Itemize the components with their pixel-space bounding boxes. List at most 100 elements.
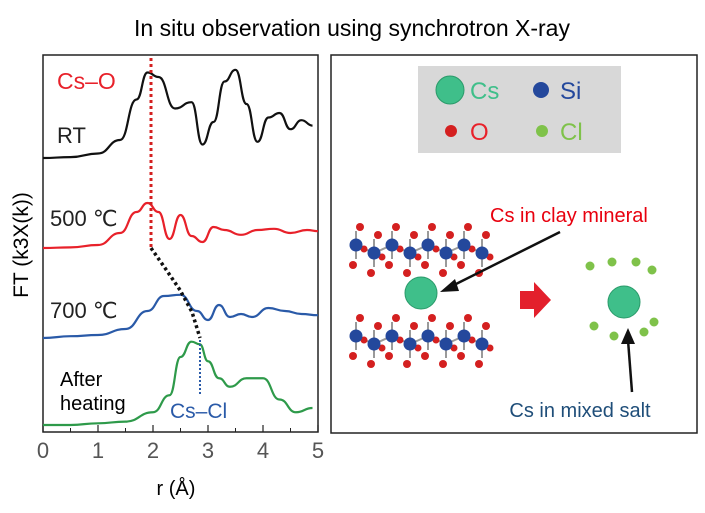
silicon-atom — [349, 329, 363, 343]
cs-atom-icon — [435, 75, 465, 105]
oxygen-atom — [457, 261, 465, 269]
chlorine-atom — [631, 257, 641, 267]
oxygen-atom — [475, 360, 483, 368]
silicon-atom — [367, 246, 381, 260]
oxygen-atom — [378, 253, 386, 261]
salt-pointer-arrowhead — [621, 328, 635, 344]
label-500: 500 ℃ — [50, 206, 118, 231]
oxygen-atom — [367, 269, 375, 277]
cs-in-salt-atom — [607, 285, 641, 319]
oxygen-atom — [396, 245, 404, 253]
transformation-arrow — [520, 282, 551, 318]
silicon-atom — [421, 329, 435, 343]
oxygen-atom — [349, 352, 357, 360]
silicon-atom — [439, 246, 453, 260]
silicon-atom — [475, 337, 489, 351]
chlorine-atom — [585, 261, 595, 271]
oxygen-atom — [403, 269, 411, 277]
oxygen-atom — [410, 231, 418, 239]
o-atom-icon — [445, 125, 457, 137]
oxygen-atom — [450, 344, 458, 352]
oxygen-atom — [392, 314, 400, 322]
silicon-atom — [385, 329, 399, 343]
silicon-atom — [403, 337, 417, 351]
silicon-atom — [439, 337, 453, 351]
oxygen-atom — [428, 314, 436, 322]
silicon-atom — [421, 238, 435, 252]
plot-curves — [42, 68, 319, 427]
schematic-panel: Cs Si O Cl Cs in clay mineral Cs in mixe… — [330, 54, 698, 434]
curve-700 — [42, 293, 319, 340]
oxygen-atom — [396, 336, 404, 344]
salt-pointer-line — [626, 339, 634, 393]
oxygen-atom — [349, 261, 357, 269]
silicon-atom — [385, 238, 399, 252]
legend-cl: Cl — [560, 119, 583, 146]
oxygen-atom — [378, 344, 386, 352]
cs-in-clay-atom — [404, 276, 438, 310]
oxygen-atom — [446, 231, 454, 239]
oxygen-atom — [486, 344, 494, 352]
y-axis-label: FT (k3X(k)) — [10, 192, 33, 298]
oxygen-atom — [464, 314, 472, 322]
curve-500 — [42, 201, 319, 250]
oxygen-atom — [374, 322, 382, 330]
clay-pointer-arrowhead — [440, 279, 459, 292]
silicon-atom — [403, 246, 417, 260]
silicon-atom — [475, 246, 489, 260]
chlorine-atom — [589, 321, 599, 331]
label-cs-cl: Cs–Cl — [170, 400, 227, 423]
chlorine-atom — [647, 265, 657, 275]
legend-o: O — [470, 119, 489, 146]
oxygen-atom — [432, 336, 440, 344]
label-cs-o: Cs–O — [57, 68, 116, 94]
label-rt: RT — [57, 123, 86, 148]
x-tick-label: 1 — [92, 438, 104, 463]
curve-rt — [42, 68, 313, 160]
figure-title: In situ observation using synchrotron X-… — [134, 15, 570, 41]
oxygen-atom — [446, 322, 454, 330]
oxygen-atom — [468, 245, 476, 253]
x-tick-label: 2 — [147, 438, 159, 463]
x-tick-label: 3 — [202, 438, 214, 463]
oxygen-atom — [482, 322, 490, 330]
peak-shift-path — [149, 246, 202, 339]
x-tick-label: 0 — [37, 438, 49, 463]
legend-cs: Cs — [470, 78, 499, 105]
oxygen-atom — [482, 231, 490, 239]
oxygen-atom — [432, 245, 440, 253]
mixed-salt-cluster — [585, 257, 659, 341]
silicon-atom — [457, 329, 471, 343]
oxygen-atom — [385, 261, 393, 269]
label-heating: heating — [60, 393, 126, 415]
chlorine-atom — [609, 331, 619, 341]
oxygen-atom — [439, 269, 447, 277]
clay-pointer-line — [449, 230, 561, 289]
oxygen-atom — [360, 245, 368, 253]
clay-layer-bottom — [349, 314, 494, 368]
cl-atom-icon — [536, 125, 548, 137]
schematic-frame — [330, 54, 698, 434]
oxygen-atom — [414, 344, 422, 352]
oxygen-atom — [486, 253, 494, 261]
oxygen-atom — [374, 231, 382, 239]
chlorine-atom — [649, 317, 659, 327]
silicon-atom — [457, 238, 471, 252]
oxygen-atom — [356, 223, 364, 231]
x-axis-label: r (Å) — [157, 477, 196, 500]
oxygen-atom — [360, 336, 368, 344]
silicon-atom — [349, 238, 363, 252]
oxygen-atom — [385, 352, 393, 360]
oxygen-atom — [421, 261, 429, 269]
oxygen-atom — [428, 223, 436, 231]
caption-salt: Cs in mixed salt — [509, 400, 651, 422]
oxygen-atom — [457, 352, 465, 360]
oxygen-atom — [450, 253, 458, 261]
oxygen-atom — [414, 253, 422, 261]
oxygen-atom — [410, 322, 418, 330]
oxygen-atom — [403, 360, 411, 368]
silicon-atom — [367, 337, 381, 351]
